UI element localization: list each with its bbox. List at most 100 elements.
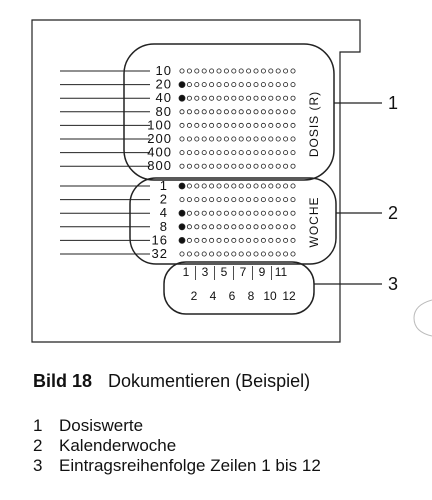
- empty-dot: [194, 95, 200, 101]
- empty-dot: [201, 68, 207, 74]
- marked-dot: [178, 209, 186, 217]
- empty-dot: [223, 95, 229, 101]
- sequence-even-label: 2: [191, 289, 198, 303]
- empty-dot: [246, 197, 252, 203]
- empty-dot: [201, 136, 207, 142]
- sequence-odd-label: 11: [275, 265, 288, 279]
- empty-dot: [186, 197, 192, 203]
- empty-dot: [201, 95, 207, 101]
- empty-dot: [209, 210, 215, 216]
- empty-dot: [186, 122, 192, 128]
- marked-dot: [178, 236, 186, 244]
- caption-title: Dokumentieren (Beispiel): [108, 371, 311, 391]
- empty-dot: [231, 251, 237, 257]
- row-value-label: 10: [156, 63, 172, 78]
- empty-dot: [275, 183, 281, 189]
- empty-dot: [216, 68, 222, 74]
- empty-dot: [201, 224, 207, 230]
- empty-dot: [260, 251, 266, 257]
- empty-dot: [290, 183, 296, 189]
- empty-dot: [231, 197, 237, 203]
- row-value-label: 100: [147, 117, 172, 132]
- empty-dot: [290, 224, 296, 230]
- empty-dot: [179, 197, 185, 203]
- empty-dot: [238, 109, 244, 115]
- empty-dot: [216, 183, 222, 189]
- empty-dot: [223, 183, 229, 189]
- empty-dot: [216, 150, 222, 156]
- empty-dot: [253, 197, 259, 203]
- sequence-odd-label: 7: [240, 265, 247, 279]
- empty-dot: [290, 150, 296, 156]
- empty-dot: [260, 95, 266, 101]
- legend-number: 1: [33, 416, 43, 435]
- dosis-label: DOSIS (R): [307, 91, 321, 157]
- empty-dot: [253, 210, 259, 216]
- empty-dot: [201, 183, 207, 189]
- empty-dot: [216, 95, 222, 101]
- empty-dot: [231, 136, 237, 142]
- empty-dot: [201, 82, 207, 88]
- empty-dot: [179, 150, 185, 156]
- empty-dot: [290, 163, 296, 169]
- sequence-even-label: 6: [229, 289, 236, 303]
- empty-dot: [283, 251, 289, 257]
- empty-dot: [275, 109, 281, 115]
- empty-dot: [238, 82, 244, 88]
- empty-dot: [253, 136, 259, 142]
- empty-dot: [253, 68, 259, 74]
- empty-dot: [275, 210, 281, 216]
- empty-dot: [268, 163, 274, 169]
- empty-dot: [179, 68, 185, 74]
- empty-dot: [260, 122, 266, 128]
- legend-text: Eintragsreihenfolge Zeilen 1 bis 12: [59, 456, 321, 475]
- empty-dot: [186, 150, 192, 156]
- empty-dot: [275, 150, 281, 156]
- empty-dot: [275, 136, 281, 142]
- row-value-label: 1: [160, 178, 168, 193]
- legend-text: Dosiswerte: [59, 416, 144, 435]
- empty-dot: [201, 109, 207, 115]
- empty-dot: [238, 197, 244, 203]
- empty-dot: [209, 136, 215, 142]
- empty-dot: [194, 82, 200, 88]
- empty-dot: [238, 95, 244, 101]
- empty-dot: [216, 82, 222, 88]
- empty-dot: [246, 183, 252, 189]
- empty-dot: [186, 183, 192, 189]
- empty-dot: [223, 224, 229, 230]
- empty-dot: [283, 82, 289, 88]
- empty-dot: [275, 95, 281, 101]
- empty-dot: [290, 251, 296, 257]
- empty-dot: [275, 224, 281, 230]
- empty-dot: [238, 210, 244, 216]
- callout-2: 2: [388, 203, 398, 223]
- empty-dot: [238, 224, 244, 230]
- empty-dot: [194, 237, 200, 243]
- sequence-odd-label: 9: [259, 265, 266, 279]
- empty-dot: [179, 251, 185, 257]
- row-value-label: 200: [147, 131, 172, 146]
- legend-item: 1 Dosiswerte: [33, 416, 143, 436]
- empty-dot: [260, 197, 266, 203]
- empty-dot: [253, 224, 259, 230]
- empty-dot: [238, 150, 244, 156]
- empty-dot: [260, 150, 266, 156]
- marked-dot: [178, 81, 186, 88]
- empty-dot: [268, 150, 274, 156]
- empty-dot: [216, 237, 222, 243]
- empty-dot: [238, 163, 244, 169]
- empty-dot: [231, 224, 237, 230]
- empty-dot: [186, 237, 192, 243]
- empty-dot: [201, 237, 207, 243]
- row-value-label: 800: [147, 158, 172, 173]
- empty-dot: [194, 251, 200, 257]
- empty-dot: [290, 68, 296, 74]
- empty-dot: [223, 237, 229, 243]
- empty-dot: [231, 122, 237, 128]
- empty-dot: [209, 224, 215, 230]
- row-value-label: 16: [152, 232, 168, 247]
- empty-dot: [231, 109, 237, 115]
- empty-dot: [275, 237, 281, 243]
